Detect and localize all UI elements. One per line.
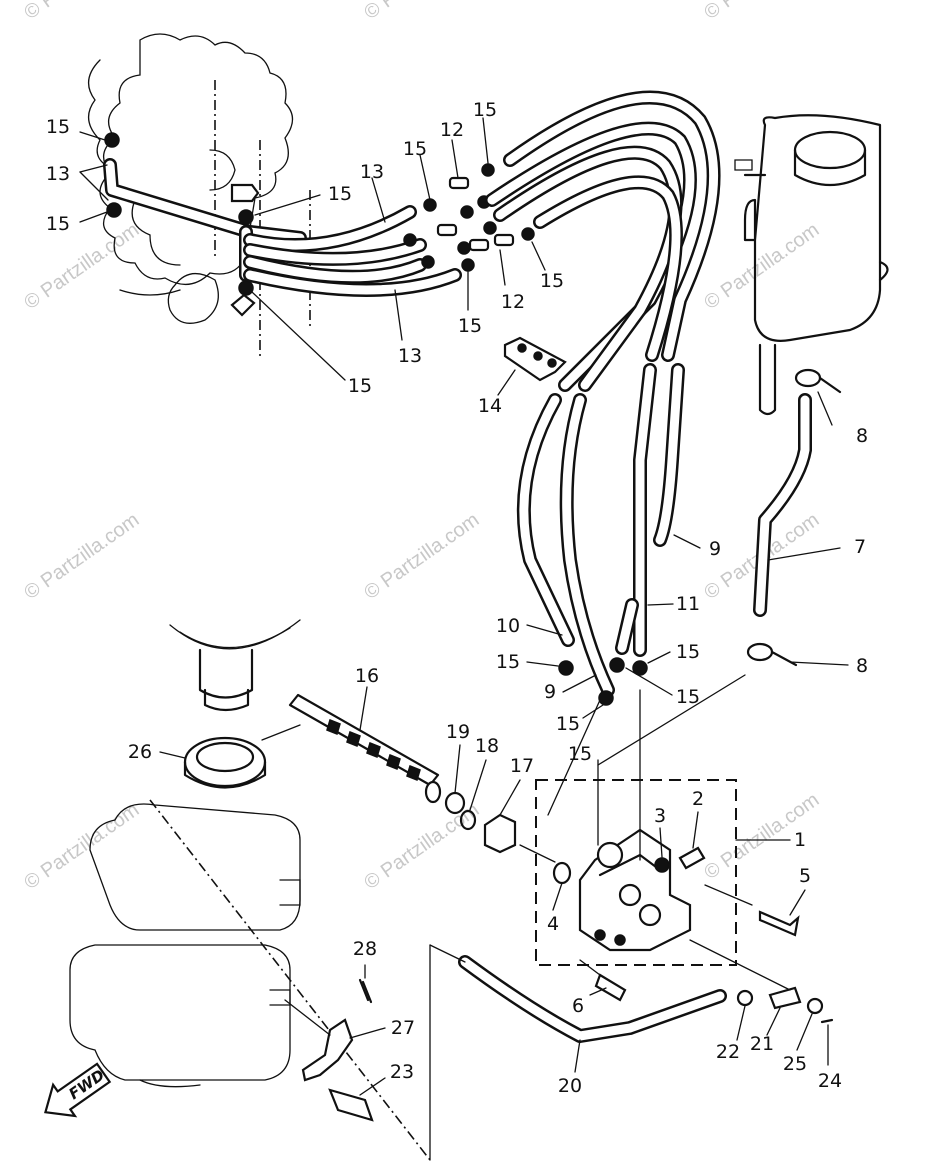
callout-15g: 15 xyxy=(458,315,482,337)
callout-13a: 13 xyxy=(46,163,70,185)
callout-15k: 15 xyxy=(676,686,700,708)
callout-2: 2 xyxy=(692,788,704,810)
callout-24: 24 xyxy=(818,1070,842,1092)
engine-block-lower xyxy=(69,799,431,1161)
callout-11: 11 xyxy=(676,593,700,615)
callout-15j: 15 xyxy=(676,641,700,663)
lever-27 xyxy=(301,1018,354,1082)
callout-14: 14 xyxy=(478,395,502,417)
seal-26 xyxy=(183,736,267,789)
hose-bundle-13 xyxy=(243,198,462,297)
assembly-boundary xyxy=(535,779,737,966)
callout-15e: 15 xyxy=(403,138,427,160)
pulley xyxy=(169,619,301,712)
callout-27: 27 xyxy=(391,1017,415,1039)
drive-shaft-16 xyxy=(261,693,442,804)
hose-bundle-upper xyxy=(485,90,721,392)
watermark-9: © Partzilla.com xyxy=(360,0,483,24)
nut-3 xyxy=(654,857,670,873)
callout-5: 5 xyxy=(799,865,811,887)
callout-15m: 15 xyxy=(568,743,592,765)
bolt-2 xyxy=(678,846,706,870)
leader-lines xyxy=(79,117,849,1096)
callout-15c: 15 xyxy=(328,183,352,205)
callout-7: 7 xyxy=(854,536,866,558)
callout-26: 26 xyxy=(128,741,152,763)
callout-15l: 15 xyxy=(556,713,580,735)
spring-28 xyxy=(358,978,370,1002)
callout-3: 3 xyxy=(654,805,666,827)
oil-pump-assembly-1 xyxy=(519,674,791,966)
callout-18: 18 xyxy=(475,735,499,757)
fittings-5-6 xyxy=(579,884,800,1002)
pin-24 xyxy=(820,1018,834,1024)
callout-19: 19 xyxy=(446,721,470,743)
watermark-1: © Partzilla.com xyxy=(20,219,143,314)
clamp-8-upper xyxy=(794,368,822,388)
washer-25 xyxy=(806,997,824,1015)
bushing-17 xyxy=(483,813,517,854)
callout-28: 28 xyxy=(353,938,377,960)
callout-9b: 9 xyxy=(544,681,556,703)
watermark-3: © Partzilla.com xyxy=(360,509,483,604)
clip-15-lower-left xyxy=(558,660,574,676)
hose-7 xyxy=(746,368,842,667)
callout-1: 1 xyxy=(794,829,806,851)
callout-13c: 13 xyxy=(398,345,422,367)
clip-15a xyxy=(104,132,120,148)
callout-15a: 15 xyxy=(46,116,70,138)
fitting-5 xyxy=(758,910,800,937)
callout-12b: 12 xyxy=(501,291,525,313)
callout-15f: 15 xyxy=(473,99,497,121)
sleeve-23 xyxy=(328,1088,374,1122)
hose-bundle-lower xyxy=(516,363,685,706)
callout-9a: 9 xyxy=(709,538,721,560)
hose-20 xyxy=(429,939,834,1161)
linkage-parts xyxy=(284,978,374,1122)
callout-16: 16 xyxy=(355,665,379,687)
callout-numbers: 15 13 15 15 15 13 13 15 12 15 15 12 15 1… xyxy=(46,99,868,1097)
fitting-6 xyxy=(594,973,627,1002)
watermark-8: © Partzilla.com xyxy=(700,219,823,314)
washer-19 xyxy=(444,791,466,815)
hose-clamp-14 xyxy=(503,336,567,382)
clip-15b xyxy=(106,202,122,218)
callout-22: 22 xyxy=(716,1041,740,1063)
watermark-11: © Partzilla.com xyxy=(700,0,823,24)
callout-8b: 8 xyxy=(856,655,868,677)
washer-22 xyxy=(736,989,754,1007)
o-ring-4 xyxy=(552,861,572,885)
callout-17: 17 xyxy=(510,755,534,777)
clamp-8-lower xyxy=(746,642,774,662)
fitting-21 xyxy=(768,986,802,1010)
callout-6: 6 xyxy=(572,995,584,1017)
callout-10: 10 xyxy=(496,615,520,637)
connectors-12 xyxy=(436,163,535,272)
callout-15i: 15 xyxy=(496,651,520,673)
ring-18 xyxy=(459,809,477,831)
callout-8a: 8 xyxy=(856,425,868,447)
callout-15b: 15 xyxy=(46,213,70,235)
watermark-5: © Partzilla.com xyxy=(20,799,143,894)
watermark-10: © Partzilla.com xyxy=(20,0,143,24)
callout-21: 21 xyxy=(750,1033,774,1055)
oil-tank xyxy=(734,114,889,416)
callout-4: 4 xyxy=(547,913,559,935)
callout-12a: 12 xyxy=(440,119,464,141)
callout-15d: 15 xyxy=(348,375,372,397)
callout-13b: 13 xyxy=(360,161,384,183)
fwd-arrow: FWD xyxy=(44,1062,112,1118)
callout-23: 23 xyxy=(390,1061,414,1083)
watermark-2: © Partzilla.com xyxy=(20,509,143,604)
callout-15h: 15 xyxy=(540,270,564,292)
callout-20: 20 xyxy=(558,1075,582,1097)
callout-25: 25 xyxy=(783,1053,807,1075)
